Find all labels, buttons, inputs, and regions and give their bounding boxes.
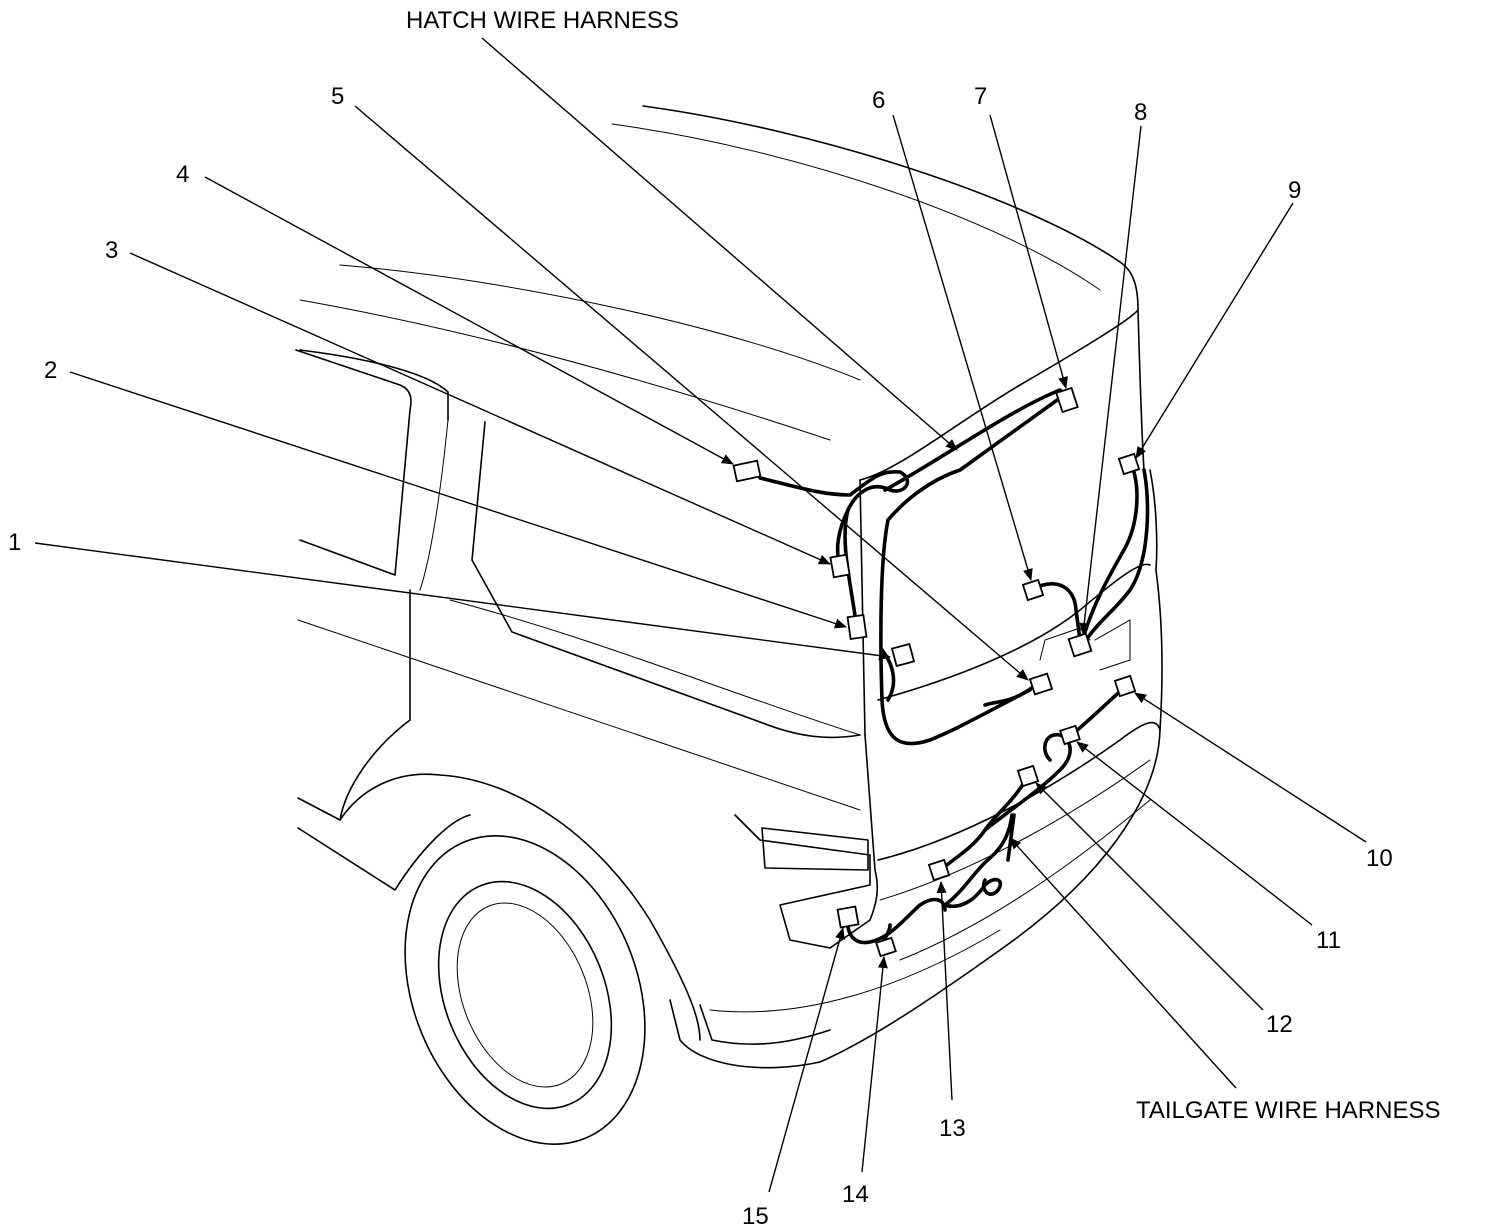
labels: HATCH WIRE HARNESS TAILGATE WIRE HARNESS… — [8, 7, 1441, 1230]
connector-9 — [1117, 452, 1141, 476]
connector-5 — [1028, 672, 1054, 696]
leader-15 — [768, 927, 845, 1193]
callout-8: 8 — [1134, 99, 1147, 126]
connector-14 — [875, 936, 897, 958]
leader-7 — [989, 114, 1068, 389]
callout-14: 14 — [842, 1181, 869, 1208]
leader-6 — [892, 114, 1033, 581]
connector-12 — [1016, 764, 1040, 788]
leader-14 — [861, 956, 888, 1173]
connector-3 — [829, 553, 851, 579]
callout-3: 3 — [105, 237, 118, 264]
callout-13: 13 — [939, 1115, 966, 1142]
connector-15 — [836, 905, 860, 929]
connector-13 — [927, 858, 951, 882]
callout-11: 11 — [1316, 927, 1341, 954]
callout-10: 10 — [1366, 845, 1393, 872]
connector-7 — [1055, 386, 1079, 414]
leader-4 — [204, 176, 734, 465]
callout-5: 5 — [331, 83, 344, 110]
callout-4: 4 — [176, 161, 189, 188]
connector-2 — [846, 613, 868, 641]
tailgate-wire-harness — [845, 684, 1128, 947]
callout-15: 15 — [742, 1203, 769, 1230]
callout-9: 9 — [1288, 177, 1301, 204]
leader-2 — [69, 371, 847, 629]
leader-11 — [1076, 741, 1313, 926]
hatch-harness-label: HATCH WIRE HARNESS — [406, 7, 679, 34]
leader-5 — [354, 105, 1029, 681]
callout-12: 12 — [1266, 1011, 1293, 1038]
connector-10 — [1113, 674, 1137, 698]
callout-2: 2 — [44, 357, 57, 384]
leader-lines — [34, 37, 1367, 1193]
connector-6 — [1021, 578, 1045, 602]
leader-tailgate-harness — [1009, 837, 1237, 1089]
leader-10 — [1134, 692, 1367, 843]
connector-8 — [1067, 632, 1093, 658]
connector-11 — [1059, 724, 1081, 746]
leader-9 — [1135, 202, 1294, 459]
connectors — [732, 386, 1141, 958]
callout-1: 1 — [8, 529, 21, 556]
callout-7: 7 — [974, 83, 987, 110]
vehicle-body-outline — [295, 105, 1163, 1145]
tailgate-harness-label: TAILGATE WIRE HARNESS — [1136, 1097, 1441, 1124]
leader-8 — [1079, 125, 1142, 635]
leader-hatch-harness — [481, 37, 958, 451]
hatch-wire-harness — [758, 388, 1150, 746]
connector-1 — [890, 642, 916, 668]
leader-13 — [936, 881, 953, 1101]
callout-6: 6 — [872, 87, 885, 114]
leader-3 — [129, 252, 831, 565]
leader-12 — [1035, 782, 1264, 1011]
connector-4 — [732, 459, 762, 483]
leader-1 — [34, 542, 891, 661]
